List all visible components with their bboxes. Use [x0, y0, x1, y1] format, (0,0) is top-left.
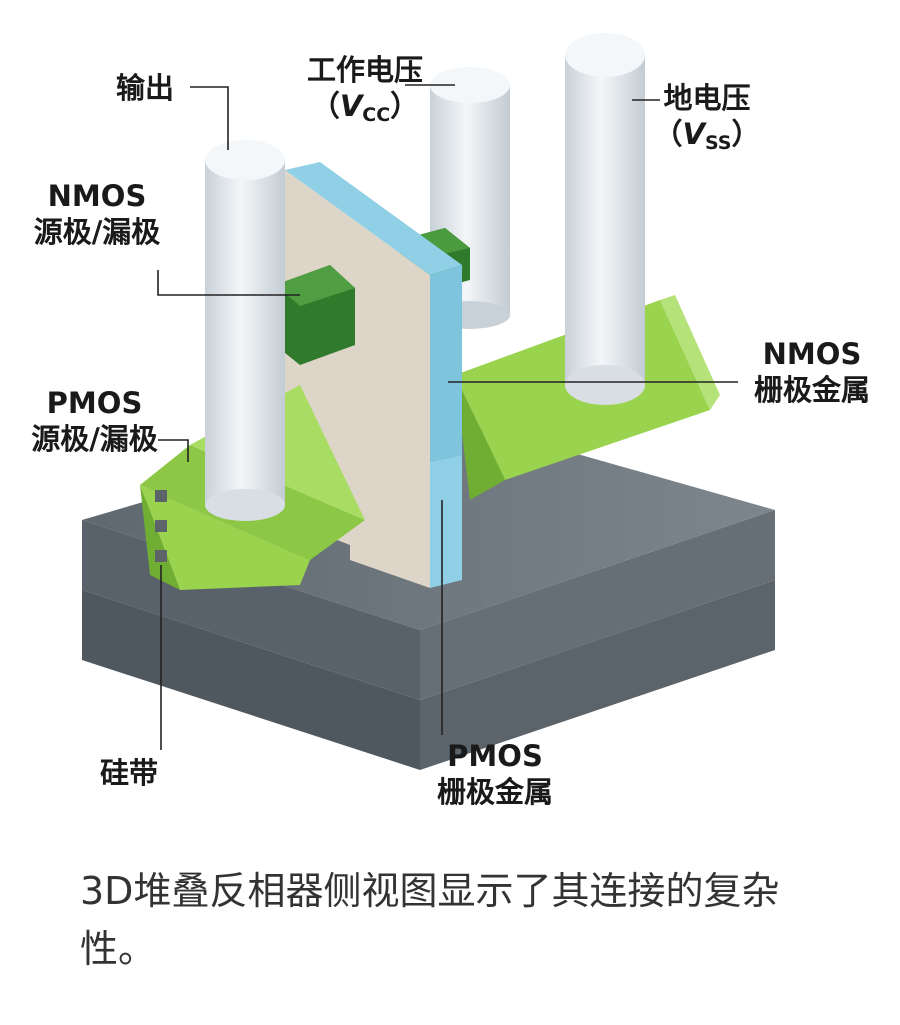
substrate-upper-right — [420, 510, 775, 700]
silicon-ribbon-square — [155, 490, 167, 502]
vss-pillar — [565, 33, 645, 405]
vcc-label-symbol: （VCC） — [310, 89, 420, 126]
stacked-inverter-diagram — [82, 33, 775, 770]
pmos-source-drain-label: PMOS 源极/漏极 — [12, 385, 177, 457]
nmos-gate-metal-edge — [430, 265, 462, 462]
silicon-ribbons — [155, 490, 167, 562]
vss-label: 地电压 （VSS） — [642, 80, 772, 156]
pmos-gate-metal-label-line2: 栅极金属 — [436, 775, 553, 809]
leader-output — [190, 86, 229, 150]
silicon-ribbon-square — [155, 550, 167, 562]
silicon-ribbon-label: 硅带 — [100, 756, 159, 790]
vcc-label-name: 工作电压 — [306, 53, 423, 87]
output-label: 输出 — [116, 71, 175, 105]
leader-nmos-sd — [157, 270, 300, 296]
leader-pmos-sd — [158, 439, 189, 462]
nmos-source-drain-label: NMOS 源极/漏极 — [22, 178, 172, 250]
vss-label-symbol: （VSS） — [653, 117, 761, 154]
nmos-source-drain-label-line2: 源极/漏极 — [33, 215, 161, 249]
pmos-gate-metal-label-line1: PMOS — [447, 739, 543, 773]
substrate-lower-front — [82, 590, 420, 770]
nmos-gate-metal — [285, 162, 462, 275]
pmos-gate-metal-label: PMOS 栅极金属 — [420, 738, 570, 810]
vss-label-name: 地电压 — [663, 81, 751, 115]
vcc-label: 工作电压 （VCC） — [290, 52, 440, 128]
leader-lines — [157, 84, 738, 750]
silicon-ribbon-square — [155, 520, 167, 532]
output-pillar — [205, 140, 285, 521]
pmos-source-drain-label-line2: 源极/漏极 — [31, 422, 158, 456]
pmos-source-drain-label-line1: PMOS — [46, 386, 143, 420]
pmos-gate-metal — [430, 455, 462, 588]
substrate-lower-right — [420, 580, 775, 770]
nmos-source-drain-label-line1: NMOS — [47, 179, 147, 213]
nmos-gate-metal-label: NMOS 栅极金属 — [742, 336, 882, 408]
nmos-gate-metal-label-line1: NMOS — [762, 337, 862, 371]
figure-caption: 3D堆叠反相器侧视图显示了其连接的复杂性。 — [80, 869, 780, 971]
nmos-gate-metal-label-line2: 栅极金属 — [753, 373, 870, 407]
